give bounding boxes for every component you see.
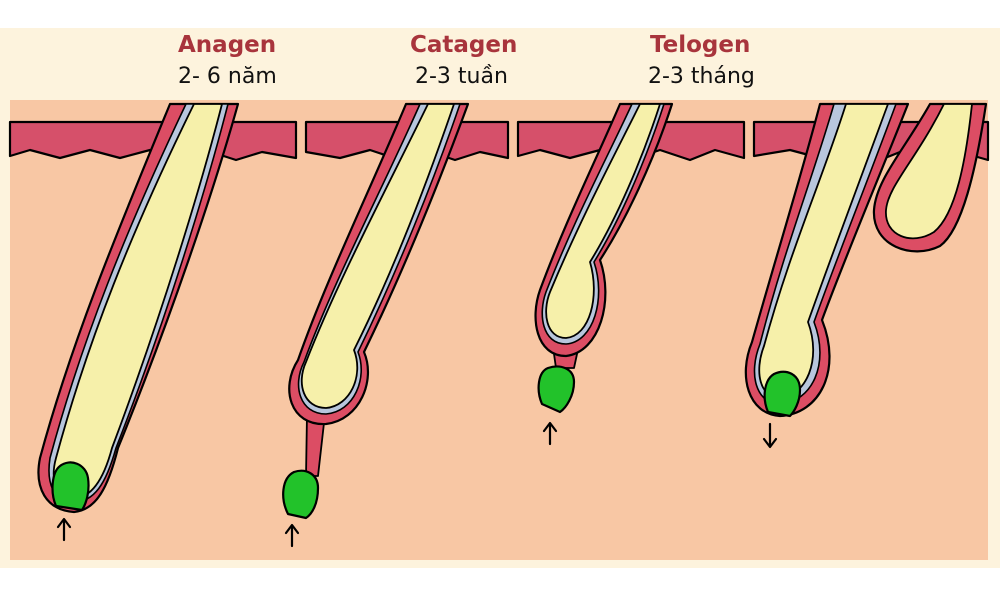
dermal-papilla xyxy=(282,469,320,520)
arrow-up-icon xyxy=(542,421,558,446)
arrow-down-icon xyxy=(762,422,778,449)
dermal-papilla xyxy=(763,370,802,418)
phase-duration-anagen: 2- 6 năm xyxy=(178,64,277,89)
club-hair xyxy=(885,103,973,240)
phase-title-telogen: Telogen xyxy=(650,32,751,58)
phase-duration-telogen: 2-3 tháng xyxy=(648,64,755,89)
dermal-papilla xyxy=(537,365,576,414)
follicle-telogen-late xyxy=(744,102,988,449)
phase-title-catagen: Catagen xyxy=(410,32,518,58)
phase-duration-catagen: 2-3 tuần xyxy=(415,64,508,89)
arrow-up-icon xyxy=(284,523,300,548)
follicle-anagen xyxy=(37,102,240,542)
phase-title-anagen: Anagen xyxy=(178,32,277,58)
dermal-papilla xyxy=(51,461,90,512)
hair-shaft xyxy=(300,103,455,409)
follicle-catagen xyxy=(282,102,470,548)
follicle-telogen-early xyxy=(534,102,674,446)
arrow-up-icon xyxy=(56,517,72,542)
hair-shaft xyxy=(545,103,661,339)
